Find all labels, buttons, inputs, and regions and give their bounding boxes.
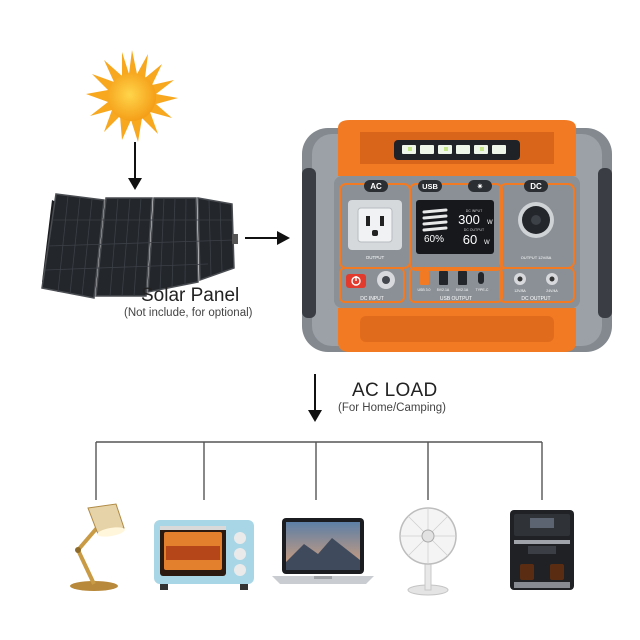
- solar-panel-image: [41, 193, 238, 299]
- dc-sub-1: 12V/8A: [514, 289, 526, 293]
- sun-to-panel-arrow: [128, 142, 142, 190]
- dc-output-label: DC OUTPUT: [521, 296, 550, 302]
- distribution-lines: [95, 441, 543, 500]
- usb-sub-4: TYPE-C: [476, 288, 489, 292]
- coffee-machine-image: [510, 510, 574, 590]
- dc-sub-2: 24V/4A: [546, 289, 558, 293]
- ac-badge: AC: [370, 182, 382, 191]
- portable-power-station: AC USB ✷ DC OUTPUT 60% DC INPUT 300 W DC…: [302, 120, 612, 352]
- battery-percent: 60%: [424, 234, 444, 245]
- display-input-unit: W: [487, 220, 493, 226]
- laptop-image: [272, 518, 374, 584]
- light-badge: ✷: [477, 182, 484, 191]
- display-input-label: DC INPUT: [466, 209, 483, 213]
- usb-sub-1: USB 3.0: [417, 288, 430, 292]
- dc-output-spec: OUTPUT 12V/8A: [521, 255, 552, 260]
- display-output-value: 60: [463, 232, 477, 247]
- ac-load-subtitle: (For Home/Camping): [338, 402, 446, 414]
- panel-to-station-arrow: [245, 231, 290, 245]
- display-output-unit: W: [484, 240, 490, 246]
- ac-output-label: OUTPUT: [366, 255, 385, 260]
- usb-sub-3: 5V/2.1A: [456, 288, 469, 292]
- dc-badge: DC: [530, 182, 542, 191]
- display-output-label: DC OUTPUT: [464, 228, 485, 232]
- usb-badge: USB: [422, 182, 438, 191]
- solar-panel-title: Solar Panel: [141, 285, 240, 306]
- electric-fan-image: [399, 507, 457, 596]
- usb-sub-2: 5V/2.1A: [437, 288, 450, 292]
- toaster-oven-image: [154, 520, 254, 590]
- ac-load-title: AC LOAD: [352, 380, 438, 401]
- dc-input-label: DC INPUT: [360, 296, 384, 302]
- display-input-value: 300: [458, 212, 480, 227]
- usb-output-label: USB OUTPUT: [440, 296, 472, 302]
- sun-icon: [86, 50, 178, 142]
- station-to-load-arrow: [308, 374, 322, 422]
- solar-panel-subtitle: (Not include, for optional): [124, 307, 253, 319]
- desk-lamp-image: [70, 503, 125, 591]
